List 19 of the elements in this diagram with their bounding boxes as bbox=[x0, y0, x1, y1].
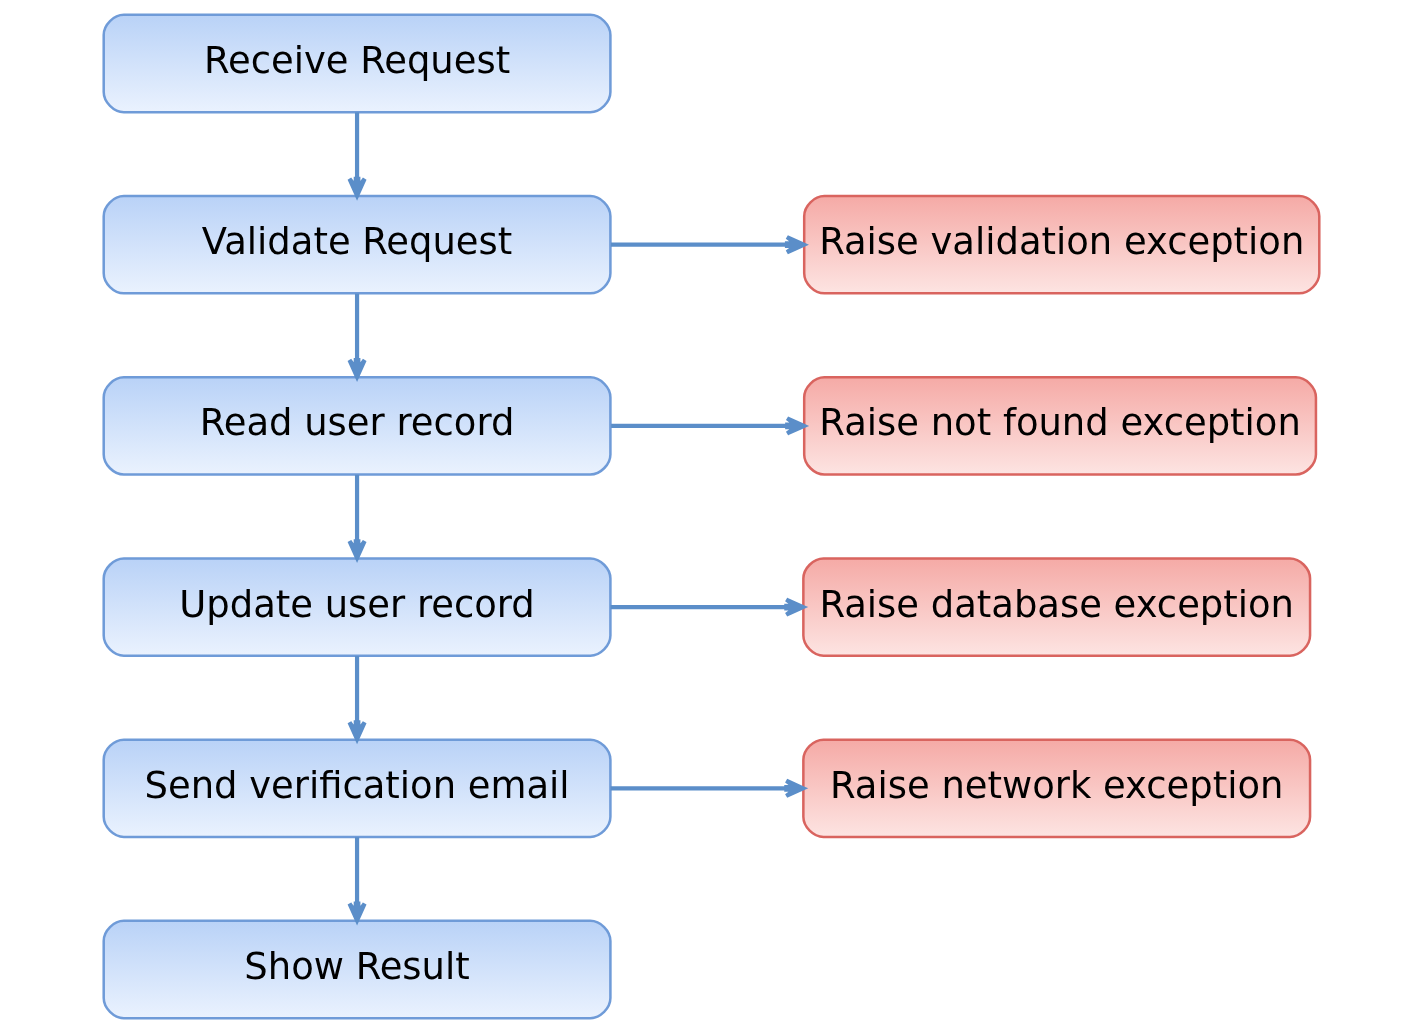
arrow bbox=[346, 656, 367, 742]
arrow bbox=[346, 837, 367, 923]
arrow bbox=[610, 778, 805, 798]
arrow bbox=[610, 235, 806, 255]
node-box: Raise not found exception bbox=[802, 376, 1317, 476]
node-box: Update user record bbox=[101, 557, 612, 657]
node-box: Raise network exception bbox=[801, 738, 1311, 839]
node-box: Raise database exception bbox=[801, 557, 1311, 657]
arrow bbox=[346, 112, 367, 198]
node-box: Read user record bbox=[101, 376, 612, 476]
node-box: Send verification email bbox=[101, 738, 612, 839]
node-box: Validate Request bbox=[101, 194, 612, 295]
node-box: Show Result bbox=[101, 919, 612, 1020]
node-box: Receive Request bbox=[101, 13, 612, 114]
arrow bbox=[610, 597, 805, 617]
arrow bbox=[610, 416, 806, 436]
arrow bbox=[346, 293, 367, 379]
arrow bbox=[346, 474, 367, 561]
node-box: Raise validation exception bbox=[802, 194, 1321, 295]
